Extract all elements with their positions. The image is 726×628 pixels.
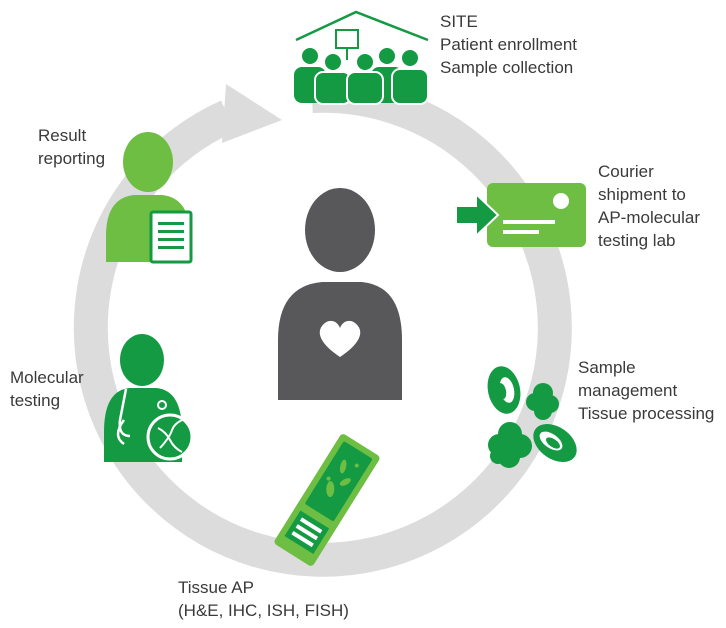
step-label-line: Molecular (10, 368, 84, 387)
step-label-result: Result reporting (38, 124, 105, 170)
step-label-line: Courier (598, 162, 654, 181)
step-label-tissue-ap: Tissue AP (H&E, IHC, ISH, FISH) (178, 576, 349, 622)
step-label-sample: Sample management Tissue processing (578, 356, 714, 425)
courier-shipment-icon (455, 183, 586, 247)
step-label-line: Sample (578, 358, 636, 377)
step-label-line: reporting (38, 149, 106, 168)
step-label-line: testing lab (598, 231, 676, 250)
step-label-molecular: Molecular testing (10, 366, 84, 412)
step-label-line: SITE (440, 12, 478, 31)
site-building-people-icon (294, 10, 429, 105)
person-report-icon (106, 132, 193, 264)
cells-sample-icon (487, 366, 577, 468)
step-label-line: AP-molecular (598, 208, 701, 227)
step-label-line: (H&E, IHC, ISH, FISH) (178, 601, 349, 620)
step-label-line: Tissue processing (578, 404, 715, 423)
cycle-arrow-head (222, 84, 282, 143)
step-label-line: testing (10, 391, 61, 410)
step-label-courier: Courier shipment to AP-molecular testing… (598, 160, 700, 252)
step-label-line: Tissue AP (178, 578, 254, 597)
step-label-line: Result (38, 126, 87, 145)
step-label-line: management (578, 381, 678, 400)
patient-heart-icon (278, 188, 402, 400)
step-label-site: SITE Patient enrollment Sample collectio… (440, 10, 577, 79)
microscope-slide-icon (274, 434, 380, 566)
step-label-line: Sample collection (440, 58, 574, 77)
doctor-dna-icon (104, 334, 194, 462)
step-label-line: Patient enrollment (440, 35, 578, 54)
step-label-line: shipment to (598, 185, 686, 204)
